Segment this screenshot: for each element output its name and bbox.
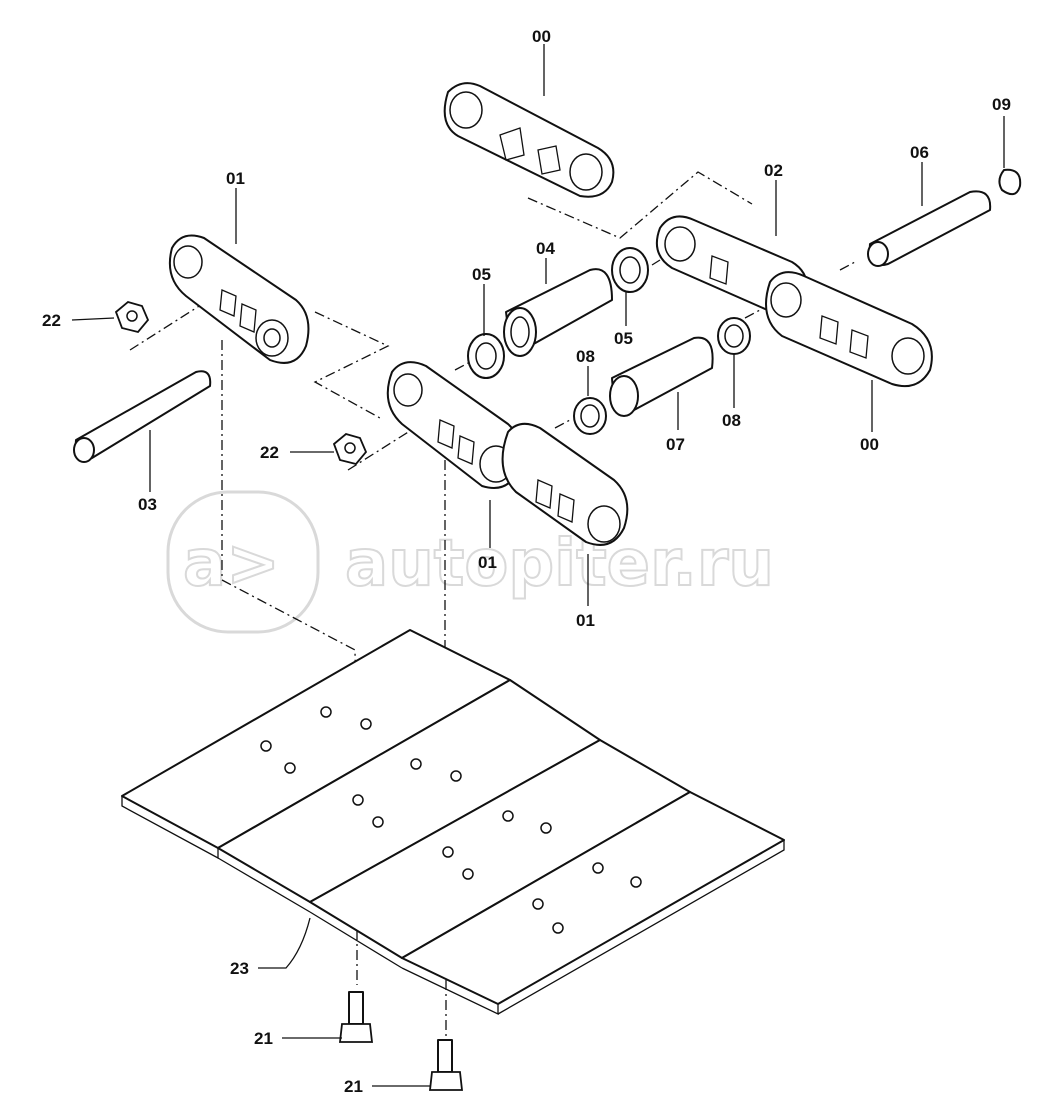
spacer-08-left — [573, 397, 607, 435]
callout-05-left: 05 — [472, 265, 491, 284]
callout-21-right: 21 — [344, 1077, 363, 1096]
callout-09: 09 — [992, 95, 1011, 114]
callout-08-right: 08 — [722, 411, 741, 430]
callout-00-top: 00 — [532, 27, 551, 46]
callout-03: 03 — [138, 495, 157, 514]
bolt-21-left — [338, 991, 374, 1043]
nut-22-middle — [332, 433, 368, 466]
pin-06 — [867, 190, 992, 267]
pin-03 — [73, 370, 212, 463]
callout-21-left: 21 — [254, 1029, 273, 1048]
callout-00-right: 00 — [860, 435, 879, 454]
shoe-bolt-holes — [260, 706, 642, 934]
callout-07: 07 — [666, 435, 685, 454]
watermark-text: autopiter.ru — [345, 527, 774, 601]
watermark-logo: a> — [183, 527, 280, 601]
link-01-middle — [386, 361, 522, 489]
link-00-right — [765, 271, 933, 388]
link-00-top — [443, 82, 615, 198]
seal-05-left — [467, 333, 505, 379]
link-01-left — [168, 234, 310, 364]
seal-05-right — [611, 247, 649, 293]
callout-04: 04 — [536, 239, 555, 258]
snap-ring-09 — [998, 168, 1022, 196]
nut-22-left — [114, 301, 150, 334]
callouts: 00 09 06 02 01 04 05 05 22 08 08 07 00 2… — [42, 27, 1011, 1096]
callout-22-left: 22 — [42, 311, 61, 330]
callout-05-right: 05 — [614, 329, 633, 348]
bolt-21-right — [428, 1039, 464, 1091]
callout-08-left: 08 — [576, 347, 595, 366]
callout-01-middle: 01 — [478, 553, 497, 572]
callout-23: 23 — [230, 959, 249, 978]
callout-22-middle: 22 — [260, 443, 279, 462]
bushing-07 — [609, 336, 714, 417]
bushing-04 — [503, 268, 613, 357]
callout-01-left: 01 — [226, 169, 245, 188]
callout-06: 06 — [910, 143, 929, 162]
callout-01-lower: 01 — [576, 611, 595, 630]
watermark: a> autopiter.ru — [166, 490, 775, 634]
spacer-08-right — [717, 317, 751, 355]
track-shoe-23 — [121, 629, 785, 1016]
callout-02: 02 — [764, 161, 783, 180]
leader-lines — [71, 44, 1005, 1087]
link-01-lower — [501, 422, 629, 546]
